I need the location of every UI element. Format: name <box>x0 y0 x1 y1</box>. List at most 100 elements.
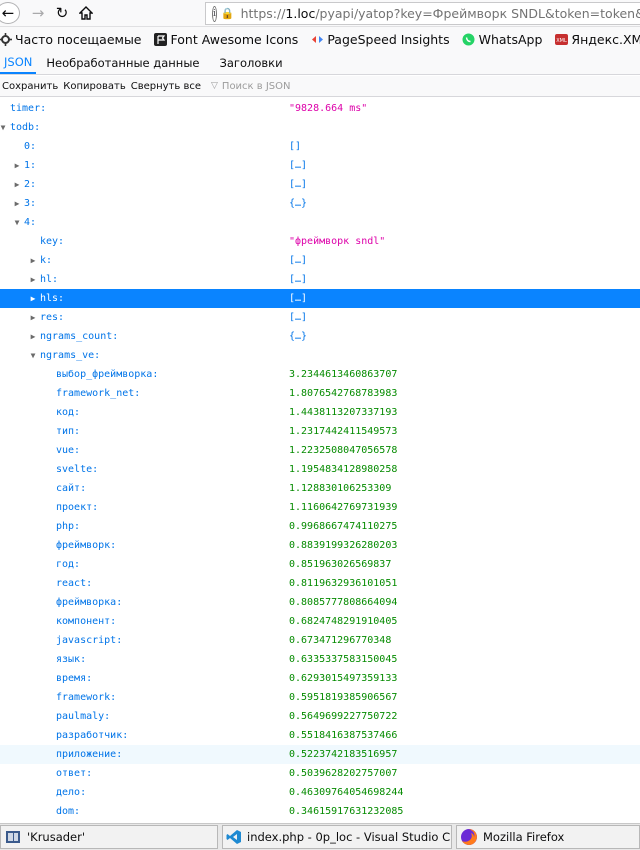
reload-button[interactable]: ↻ <box>50 1 74 25</box>
json-row[interactable]: время:0.6293015497359133 <box>0 669 640 688</box>
json-key: год: <box>56 559 81 570</box>
json-key: тип: <box>56 426 81 437</box>
json-row[interactable]: ▶ 2: […] <box>0 175 640 194</box>
taskbar-item-krusader[interactable]: 'Krusader' <box>0 825 218 849</box>
json-value: 1.1160642769731939 <box>289 502 398 513</box>
json-row[interactable]: фреймворк:0.8839199326280203 <box>0 536 640 555</box>
json-row[interactable]: ▶1:[…] <box>0 156 640 175</box>
json-value: 0.8085777808664094 <box>289 597 398 608</box>
json-row[interactable]: svelte: 1.1954834128980258 <box>0 460 640 479</box>
collapsed-arrow-icon[interactable]: ▶ <box>14 161 20 170</box>
json-row[interactable]: react:0.8119632936101051 <box>0 574 640 593</box>
json-row[interactable]: key:"фреймворк sndl" <box>0 232 640 251</box>
bookmark-label: Font Awesome Icons <box>170 32 299 47</box>
json-row[interactable]: timer:"9828.664 ms" <box>0 99 640 118</box>
json-row[interactable]: код:1.4438113207337193 <box>0 403 640 422</box>
json-value: 0.8119632936101051 <box>289 578 398 589</box>
json-row[interactable]: разработчик:0.5518416387537466 <box>0 726 640 745</box>
json-value: […] <box>289 255 308 266</box>
json-value: 1.128830106253309 <box>289 483 392 494</box>
json-key: 3: <box>24 198 37 209</box>
bookmark-font-awesome[interactable]: Font Awesome Icons <box>154 32 299 47</box>
collapsed-arrow-icon[interactable]: ▶ <box>30 313 36 322</box>
json-row[interactable]: ▼4: <box>0 213 640 232</box>
json-row[interactable]: ▶res:[…] <box>0 308 640 327</box>
json-key: 2: <box>24 179 37 190</box>
json-row[interactable]: dom:0.34615917631232085 <box>0 802 640 821</box>
whatsapp-icon <box>462 33 476 47</box>
json-row[interactable]: ▼ngrams_ve: <box>0 346 640 365</box>
json-key: фреймворк: <box>56 540 117 551</box>
url-text: https://1.loc/pyapi/yatop?key=Фреймворк … <box>240 6 640 21</box>
expanded-arrow-icon[interactable]: ▼ <box>0 123 6 132</box>
json-row[interactable]: фреймворка:0.8085777808664094 <box>0 593 640 612</box>
tab-headers[interactable]: Заголовки <box>219 56 283 70</box>
json-tree: timer:"9828.664 ms"▼todb:0:[]▶1:[…]▶2:[…… <box>0 99 640 823</box>
json-row[interactable]: язык: 0.6335337583150045 <box>0 650 640 669</box>
taskbar-label: index.php - 0p_loc - Visual Studio C... <box>247 830 452 844</box>
tab-raw-data[interactable]: Необработанные данные <box>46 56 200 70</box>
json-key: svelte: <box>56 464 99 475</box>
expanded-arrow-icon[interactable]: ▼ <box>30 351 36 360</box>
json-row[interactable]: ▶hls:[…] <box>0 289 640 308</box>
collapsed-arrow-icon[interactable]: ▶ <box>30 256 36 265</box>
json-row[interactable]: ▶3:{…} <box>0 194 640 213</box>
json-row[interactable]: ▼todb: <box>0 118 640 137</box>
json-row[interactable]: ▶ hl: […] <box>0 270 640 289</box>
json-row[interactable]: framework:0.5951819385906567 <box>0 688 640 707</box>
collapsed-arrow-icon[interactable]: ▶ <box>14 180 20 189</box>
collapsed-arrow-icon[interactable]: ▶ <box>30 332 36 341</box>
browser-navbar: ← → ↻ i 🔒 https://1.loc/pyapi/yatop?key=… <box>0 0 640 27</box>
json-row[interactable]: ▶ngrams_count:{…} <box>0 327 640 346</box>
collapsed-arrow-icon[interactable]: ▶ <box>30 275 36 284</box>
collapsed-arrow-icon[interactable]: ▶ <box>14 199 20 208</box>
back-button[interactable]: ← <box>0 2 20 24</box>
info-icon[interactable]: i <box>212 5 217 22</box>
json-row[interactable]: компонент:0.6824748291910405 <box>0 612 640 631</box>
filter-icon: ▽ <box>211 81 218 91</box>
json-value: 0.6293015497359133 <box>289 673 398 684</box>
json-value: 1.2317442411549573 <box>289 426 398 437</box>
json-value: 0.6335337583150045 <box>289 654 398 665</box>
json-row[interactable]: выбор_фреймворка:3.2344613460863707 <box>0 365 640 384</box>
json-row[interactable]: ▶k:[…] <box>0 251 640 270</box>
json-row[interactable]: год:0.851963026569837 <box>0 555 640 574</box>
json-row[interactable]: дело:0.46309764054698244 <box>0 783 640 802</box>
json-row[interactable]: paulmaly:0.5649699227750722 <box>0 707 640 726</box>
json-row[interactable]: ответ:0.5039628202757007 <box>0 764 640 783</box>
json-value: 1.1954834128980258 <box>289 464 398 475</box>
url-bar[interactable]: i 🔒 https://1.loc/pyapi/yatop?key=Фреймв… <box>205 2 640 25</box>
json-row[interactable]: проект: 1.1160642769731939 <box>0 498 640 517</box>
json-key: язык: <box>56 654 87 665</box>
json-row[interactable]: php:0.9968667474110275 <box>0 517 640 536</box>
json-key: проект: <box>56 502 99 513</box>
collapsed-arrow-icon[interactable]: ▶ <box>30 294 36 303</box>
json-key: ответ: <box>56 768 93 779</box>
json-value: […] <box>289 293 308 304</box>
json-row[interactable]: vue:1.2232508047056578 <box>0 441 640 460</box>
forward-button[interactable]: → <box>26 1 50 25</box>
bookmark-yandex-xml[interactable]: XML Яндекс.XML <box>554 32 640 47</box>
json-row[interactable]: 0:[] <box>0 137 640 156</box>
save-button[interactable]: Сохранить <box>2 80 59 92</box>
taskbar-item-firefox[interactable]: Mozilla Firefox <box>456 825 640 849</box>
json-key: hl: <box>40 274 59 285</box>
collapse-all-button[interactable]: Свернуть все <box>130 80 201 92</box>
bookmark-most-visited[interactable]: Часто посещаемые <box>0 32 142 47</box>
json-value: […] <box>289 179 308 190</box>
json-key: 0: <box>24 141 37 152</box>
json-row[interactable]: javascript:0.673471296770348 <box>0 631 640 650</box>
json-row[interactable]: тип: 1.2317442411549573 <box>0 422 640 441</box>
home-button[interactable] <box>74 1 98 25</box>
json-row[interactable]: сайт:1.128830106253309 <box>0 479 640 498</box>
json-value: […] <box>289 274 308 285</box>
bookmark-pagespeed[interactable]: PageSpeed Insights <box>310 32 450 47</box>
copy-button[interactable]: Копировать <box>63 80 126 92</box>
bookmark-whatsapp[interactable]: WhatsApp <box>462 32 542 47</box>
json-row[interactable]: приложение:0.5223742183516957 <box>0 745 640 764</box>
expanded-arrow-icon[interactable]: ▼ <box>14 218 20 227</box>
taskbar-item-vscode[interactable]: index.php - 0p_loc - Visual Studio C... <box>222 825 452 849</box>
tab-json[interactable]: JSON <box>0 52 37 74</box>
filter-json-input[interactable]: ▽ Поиск в JSON <box>211 81 291 92</box>
json-row[interactable]: framework_net:1.8076542768783983 <box>0 384 640 403</box>
